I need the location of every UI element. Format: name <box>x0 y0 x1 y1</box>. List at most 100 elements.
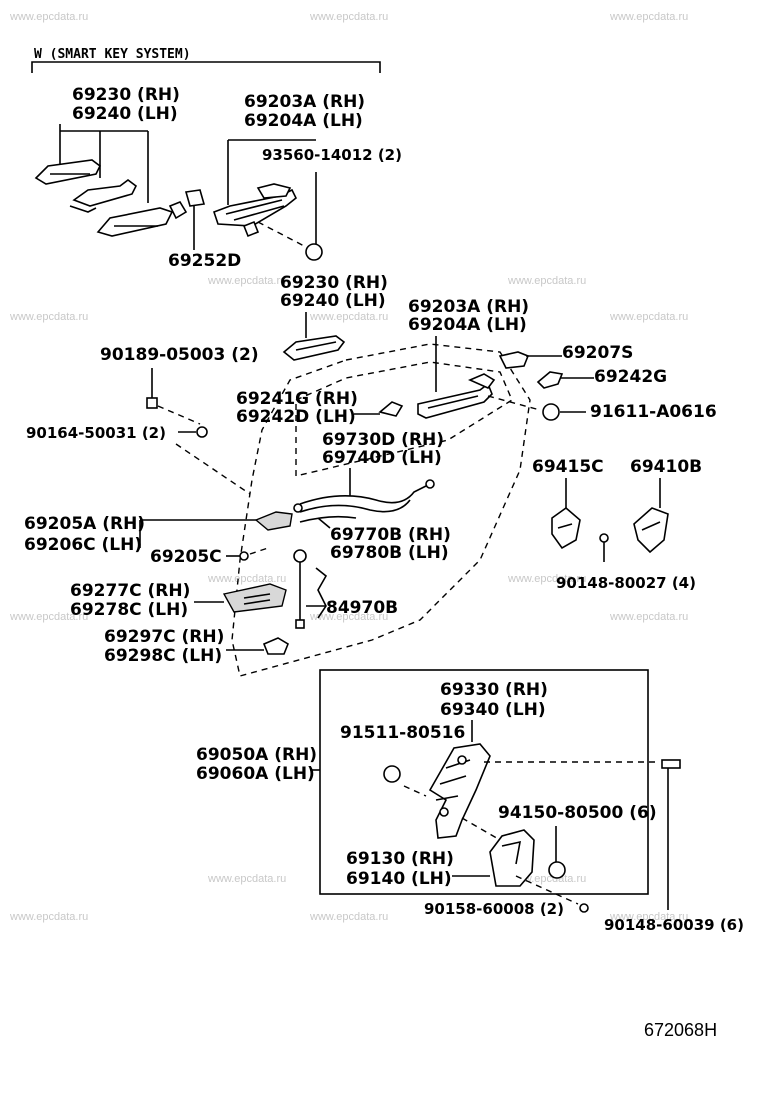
leader-line <box>515 875 579 905</box>
gasket <box>536 371 564 389</box>
callout-label: 69780B (LH) <box>330 543 449 563</box>
callout-label: 69203A (RH) <box>244 92 365 112</box>
symbol-s <box>305 243 323 261</box>
callout-label: 91511-80516 <box>340 723 465 743</box>
leader-line <box>403 785 427 797</box>
clip <box>239 551 249 561</box>
callout-label: 69130 (RH) <box>346 849 454 869</box>
leader-line <box>227 139 316 205</box>
callout-label: 69203A (RH) <box>408 297 529 317</box>
watermark: www.epcdata.ru <box>207 573 286 585</box>
watermarks: www.epcdata.ru www.epcdata.ru www.epcdat… <box>9 11 688 923</box>
leader-line <box>59 124 149 203</box>
callout-label: 69252D <box>168 251 241 271</box>
leader-line <box>487 395 541 411</box>
callout-label: 91611-A0616 <box>590 402 717 422</box>
watermark: www.epcdata.ru <box>309 911 388 923</box>
door-lock <box>428 743 491 839</box>
watermark: www.epcdata.ru <box>309 11 388 23</box>
screw <box>599 533 609 543</box>
leader-line <box>317 517 331 529</box>
callout-label: 69241G (RH) <box>236 389 358 409</box>
leader-line <box>257 221 309 249</box>
watermark: www.epcdata.ru <box>9 311 88 323</box>
outside-handle <box>282 335 346 361</box>
handle-frame <box>417 373 496 419</box>
callout-label: 69730D (RH) <box>322 430 444 450</box>
cap <box>262 637 289 655</box>
courtesy-switch <box>293 549 328 629</box>
inside-handle <box>254 511 293 531</box>
bolt <box>146 397 158 409</box>
callout-label: 69240 (LH) <box>72 104 178 124</box>
bolt <box>661 759 681 769</box>
striker-cover <box>551 506 581 550</box>
callout-label: 69204A (LH) <box>408 315 527 335</box>
callout-label: 69230 (RH) <box>280 273 388 293</box>
watermark: www.epcdata.ru <box>309 611 388 623</box>
callout-label: 69340 (LH) <box>440 700 546 720</box>
callout-label: 69242G <box>594 367 667 387</box>
screw <box>196 426 208 438</box>
cover <box>498 351 530 369</box>
callout-label: 69297C (RH) <box>104 627 224 647</box>
switch-panel <box>222 583 287 613</box>
door-lock-motor <box>489 829 535 887</box>
callout-label: 93560-14012 (2) <box>262 146 402 164</box>
part-detail <box>641 521 661 531</box>
callout-label: 69205C <box>150 547 222 567</box>
leader-line <box>157 405 201 425</box>
watermark: www.epcdata.ru <box>507 573 586 585</box>
window-outline <box>295 361 513 477</box>
callout-label: 69278C (LH) <box>70 600 188 620</box>
callout-label: 94150-80500 (6) <box>498 803 657 823</box>
callout-label: 90189-05003 (2) <box>100 345 259 365</box>
callout-label: 84970B <box>326 598 398 618</box>
symbol-n <box>383 765 401 783</box>
callout-label: 69230 (RH) <box>72 85 180 105</box>
callout-label: 69277C (RH) <box>70 581 190 601</box>
symbol-b <box>542 403 560 421</box>
outside-handle-smart-key <box>34 159 188 237</box>
leader-line <box>461 817 501 841</box>
callout-label: 69242D (LH) <box>236 407 356 427</box>
watermark: www.epcdata.ru <box>309 311 388 323</box>
watermark: www.epcdata.ru <box>609 11 688 23</box>
handle-frame-smart-key <box>184 183 298 238</box>
watermark: www.epcdata.ru <box>507 275 586 287</box>
callout-label: 69410B <box>630 457 702 477</box>
section-header: W (SMART KEY SYSTEM) <box>34 47 191 62</box>
callout-label: 90148-80027 (4) <box>556 574 696 592</box>
watermark: www.epcdata.ru <box>609 611 688 623</box>
callout-label: 69050A (RH) <box>196 745 317 765</box>
pad <box>378 401 404 417</box>
callout-label: 69770B (RH) <box>330 525 451 545</box>
watermark: www.epcdata.ru <box>207 873 286 885</box>
callout-label: 69207S <box>562 343 633 363</box>
callout-label: 69330 (RH) <box>440 680 548 700</box>
part-detail <box>243 593 271 605</box>
callout-label: 69240 (LH) <box>280 291 386 311</box>
callout-label: 90158-60008 (2) <box>424 900 564 918</box>
lock-assembly-box <box>319 669 649 895</box>
door-outline <box>231 343 531 677</box>
callout-label: 69205A (RH) <box>24 514 145 534</box>
screw <box>579 903 589 913</box>
watermark: www.epcdata.ru <box>609 911 688 923</box>
cable-assembly <box>293 479 435 523</box>
watermark: www.epcdata.ru <box>609 311 688 323</box>
callout-label: 69298C (LH) <box>104 646 222 666</box>
watermark: www.epcdata.ru <box>207 275 286 287</box>
watermark: www.epcdata.ru <box>9 611 88 623</box>
callout-label: 90148-60039 (6) <box>604 916 744 934</box>
section-bracket <box>31 61 381 73</box>
callout-label: 69740D (LH) <box>322 448 442 468</box>
diagram-code: 672068H <box>644 1020 717 1040</box>
symbol-b <box>548 861 566 879</box>
leader-line <box>175 443 251 495</box>
callout-label: 69060A (LH) <box>196 764 315 784</box>
watermark: www.epcdata.ru <box>9 911 88 923</box>
part-detail <box>557 523 573 529</box>
